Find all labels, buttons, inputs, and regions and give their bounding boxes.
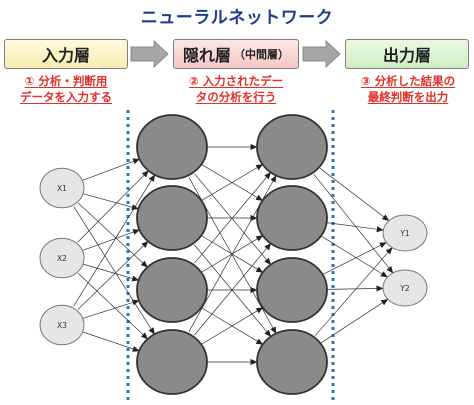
edge-h2-2-to-output-1	[326, 222, 384, 233]
diagram-title: ニューラルネットワーク	[140, 8, 334, 28]
edge-input-1-to-h1-4	[73, 206, 155, 335]
edge-h2-1-to-output-1	[319, 167, 390, 222]
edge-h2-2-to-output-2	[321, 236, 388, 278]
edge-input-1-to-h1-2	[83, 193, 139, 211]
output-node-label: Y1	[399, 229, 410, 238]
hidden-node-layer-1	[136, 257, 208, 323]
edge-input-3-to-h1-3	[82, 299, 140, 319]
input-node-label: X2	[57, 254, 67, 263]
edge-input-1-to-h1-1	[82, 158, 141, 181]
output-layer-header: 出力層	[345, 39, 469, 69]
hidden-node-layer-1	[136, 329, 208, 395]
edge-h1-2-to-h2-1	[201, 164, 264, 201]
edge-input-2-to-h1-1	[77, 170, 149, 243]
input-layer-description: ① 分析・判断用 データを入力する	[4, 73, 128, 105]
edge-input-1-to-h1-3	[77, 202, 148, 268]
hidden-node-layer-2	[256, 329, 328, 395]
edge-h2-4-to-output-2	[321, 298, 389, 344]
hidden-layer-description: ② 入力されたデー タの分析を行う	[170, 73, 302, 105]
edge-input-2-to-h1-4	[77, 272, 149, 340]
input-node-label: X1	[57, 184, 67, 193]
input-desc-line-2: データを入力する	[20, 90, 112, 104]
hidden-node-layer-2	[256, 114, 328, 180]
edge-h2-4-to-output-1	[314, 247, 393, 336]
hidden-node-layer-2	[256, 185, 328, 251]
output-node-label: Y2	[399, 284, 410, 293]
edge-h2-3-to-output-2	[326, 285, 384, 292]
edge-input-3-to-h1-2	[77, 240, 149, 310]
input-node-label: X3	[57, 321, 67, 330]
hidden-node-layer-2	[256, 257, 328, 323]
edge-h2-3-to-output-1	[323, 242, 387, 275]
output-node: Y2	[382, 269, 428, 307]
edge-h2-1-to-output-2	[313, 174, 394, 274]
output-node: Y1	[382, 214, 428, 252]
hidden-node-layer-1	[136, 114, 208, 180]
edge-h1-2-to-h2-4	[194, 244, 272, 337]
edge-h1-3-to-h2-1	[194, 172, 272, 264]
flow-arrow-hidden-to-output	[302, 39, 341, 69]
input-node: X3	[39, 304, 85, 346]
edge-h1-4-to-h2-3	[201, 307, 264, 345]
edge-input-2-to-h1-3	[83, 263, 140, 282]
edge-h1-4-to-h2-2	[194, 243, 272, 336]
edge-h1-1-to-h2-2	[201, 164, 264, 201]
flow-arrow-input-to-hidden	[130, 39, 169, 69]
output-desc-line-2: 最終判断を出力	[367, 90, 449, 104]
output-layer-header-label: 出力層	[382, 46, 431, 65]
hidden-layer-header: 隠れ層（中間層）	[173, 39, 299, 69]
edge-input-3-to-h1-4	[82, 331, 140, 352]
edge-input-3-to-h1-1	[73, 174, 156, 307]
input-layer-header: 入力層	[4, 39, 128, 69]
edge-h1-3-to-h2-4	[201, 307, 264, 345]
hidden-layer-header-sub: （中間層）	[234, 48, 289, 61]
hidden-node-layer-1	[136, 185, 208, 251]
input-node: X1	[39, 167, 85, 209]
hidden-layer-header-label: 隠れ層	[182, 46, 231, 65]
output-layer-description: ③ 分析した結果の 最終判断を出力	[345, 73, 471, 105]
input-node: X2	[39, 237, 85, 279]
input-desc-line-1: ① 分析・判断用	[24, 74, 108, 88]
edge-h1-1-to-h2-3	[194, 173, 272, 265]
hidden-desc-line-2: タの分析を行う	[195, 90, 277, 104]
edge-input-2-to-h1-2	[82, 229, 140, 251]
input-layer-header-label: 入力層	[41, 46, 90, 65]
output-desc-line-1: ③ 分析した結果の	[360, 74, 456, 88]
hidden-desc-line-1: ② 入力されたデー	[188, 74, 284, 88]
